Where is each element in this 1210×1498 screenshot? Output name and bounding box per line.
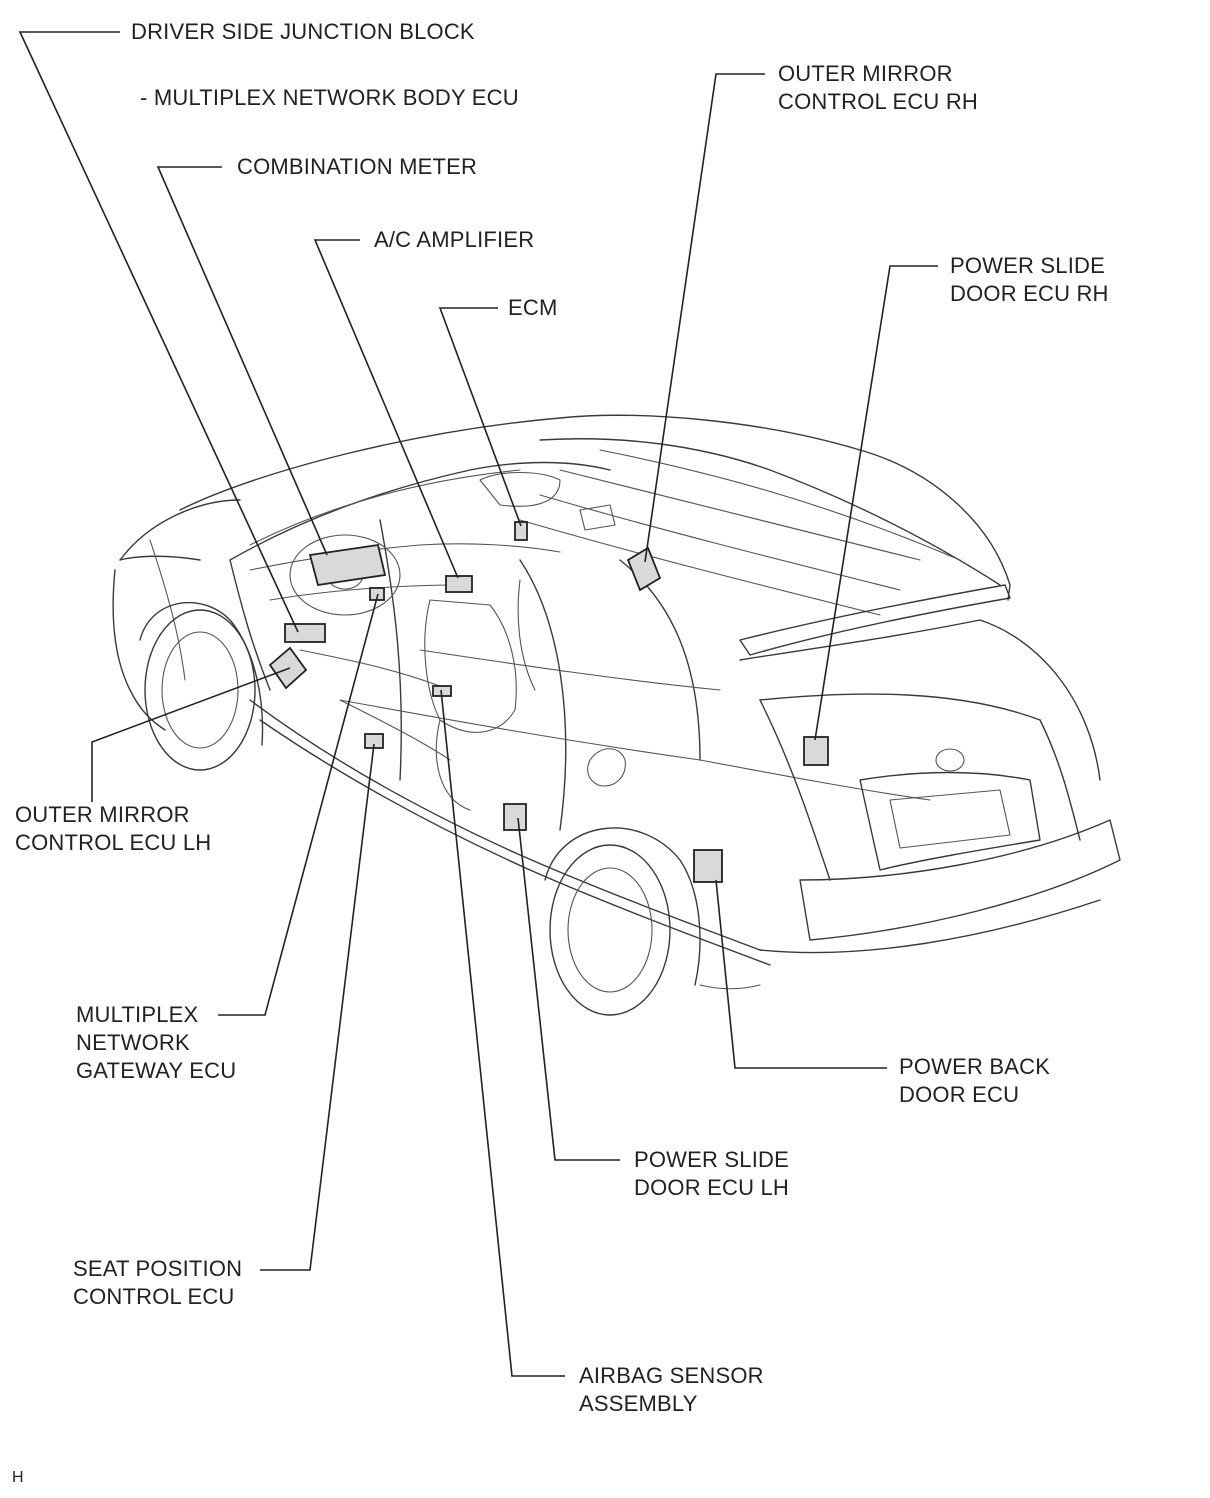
- label-line: ASSEMBLY: [579, 1391, 698, 1416]
- label-line: POWER BACK: [899, 1054, 1051, 1079]
- leader-seat-position: [260, 743, 375, 1271]
- leader-combination-meter: [156, 166, 328, 556]
- label-multiplex-network-body-ecu: - MULTIPLEX NETWORK BODY ECU: [140, 85, 519, 110]
- label-outer-mirror-lh: OUTER MIRROR CONTROL ECU LH: [15, 801, 211, 857]
- ecu-markers: [268, 521, 829, 883]
- label-line: SEAT POSITION: [73, 1256, 243, 1281]
- leader-outer-mirror-rh: [644, 73, 765, 563]
- label-power-back-door: POWER BACK DOOR ECU: [899, 1053, 1050, 1109]
- leader-ac-amplifier: [313, 239, 459, 579]
- label-ecm: ECM: [508, 295, 558, 320]
- leader-gateway: [218, 593, 379, 1016]
- label-line: CONTROL ECU LH: [15, 830, 212, 855]
- slide-door-lh-marker: [503, 803, 527, 831]
- label-line: DOOR ECU: [899, 1082, 1020, 1107]
- label-outer-mirror-rh: OUTER MIRROR CONTROL ECU RH: [778, 60, 978, 116]
- label-power-slide-door-rh: POWER SLIDE DOOR ECU RH: [950, 252, 1109, 308]
- label-airbag-sensor: AIRBAG SENSOR ASSEMBLY: [579, 1362, 764, 1418]
- label-power-slide-door-lh: POWER SLIDE DOOR ECU LH: [634, 1146, 789, 1202]
- leader-junction-block: [18, 31, 299, 633]
- label-line: DOOR ECU LH: [634, 1175, 789, 1200]
- label-line: OUTER MIRROR: [15, 802, 190, 827]
- combination-meter-marker: [308, 543, 387, 587]
- label-line: CONTROL ECU: [73, 1284, 235, 1309]
- leader-back-door: [715, 879, 887, 1069]
- vehicle-outline: [112, 414, 1121, 1016]
- footer-code: H: [12, 1469, 24, 1486]
- label-seat-position: SEAT POSITION CONTROL ECU: [73, 1255, 242, 1311]
- label-driver-side-junction-block: DRIVER SIDE JUNCTION BLOCK: [131, 19, 475, 44]
- ecm-marker: [514, 521, 528, 541]
- label-line: GATEWAY ECU: [76, 1058, 237, 1083]
- label-line: MULTIPLEX: [76, 1002, 199, 1027]
- label-line: DOOR ECU RH: [950, 281, 1109, 306]
- leader-ecm: [438, 307, 522, 527]
- label-line: POWER SLIDE: [634, 1147, 790, 1172]
- outer-mirror-rh-marker: [626, 546, 662, 592]
- label-line: CONTROL ECU RH: [778, 89, 978, 114]
- label-line: NETWORK: [76, 1030, 190, 1055]
- label-ac-amplifier: A/C AMPLIFIER: [374, 227, 535, 252]
- slide-door-rh-marker: [803, 736, 829, 766]
- label-line: OUTER MIRROR: [778, 61, 953, 86]
- leader-slide-door-rh: [814, 265, 938, 741]
- label-combination-meter: COMBINATION METER: [237, 154, 478, 179]
- leader-airbag: [440, 689, 565, 1377]
- label-line: POWER SLIDE: [950, 253, 1106, 278]
- back-door-marker: [693, 849, 723, 883]
- ac-amplifier-marker: [445, 575, 473, 593]
- junction-block-marker: [284, 623, 326, 643]
- label-line: AIRBAG SENSOR: [579, 1363, 764, 1388]
- leader-slide-door-lh: [517, 817, 620, 1161]
- label-multiplex-gateway: MULTIPLEX NETWORK GATEWAY ECU: [76, 1001, 236, 1085]
- leader-outer-mirror-lh: [91, 667, 291, 802]
- leader-lines: [18, 31, 938, 1377]
